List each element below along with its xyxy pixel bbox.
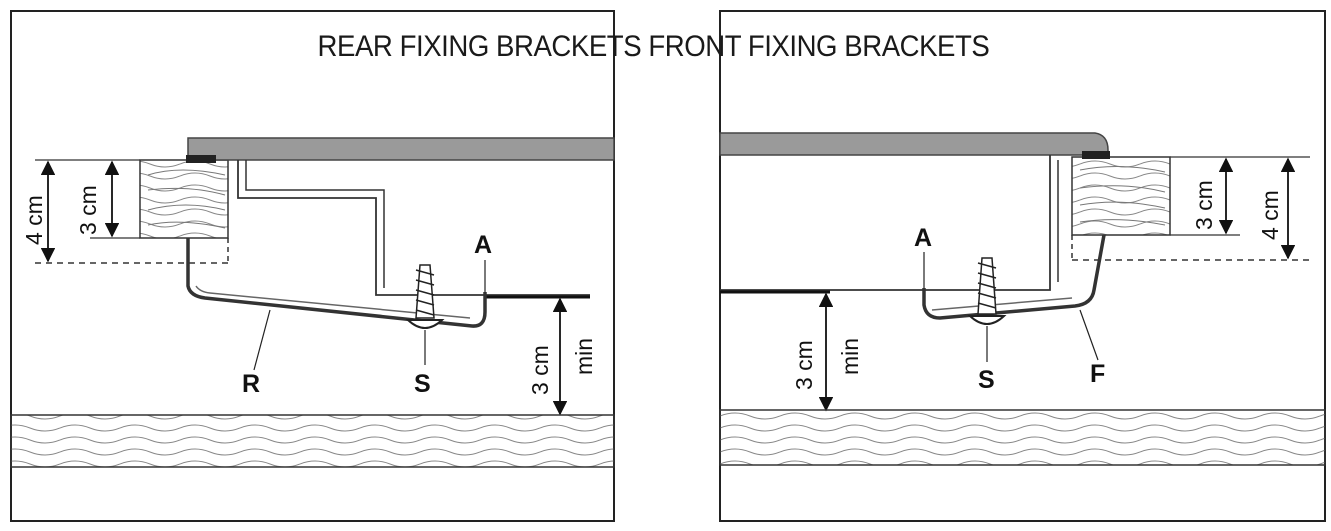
floor-section — [10, 414, 615, 468]
worktop-section — [1071, 156, 1171, 236]
label-3cm: 3 cm — [75, 185, 101, 235]
hob-body — [720, 155, 1051, 291]
screw-s — [967, 257, 1007, 325]
rear-bracket-panel: 4 cm 3 cm 3 cm min A R S — [10, 10, 615, 522]
label-4cm: 4 cm — [1257, 190, 1283, 240]
front-bracket-panel: 3 cm 4 cm 3 cm min A S F — [719, 10, 1326, 522]
panel-border — [719, 10, 1326, 522]
bracket-f — [922, 234, 1106, 320]
hob-body — [237, 160, 590, 296]
panel-border — [10, 10, 615, 522]
bracket-r — [186, 238, 487, 328]
label-4cm: 4 cm — [21, 195, 47, 245]
label-s: S — [978, 366, 995, 394]
hob-plate — [187, 137, 615, 161]
label-a: A — [914, 224, 932, 252]
label-min: min — [837, 338, 863, 375]
hob-plate — [719, 132, 1109, 156]
screw-s — [405, 264, 445, 329]
label-3cm: 3 cm — [1191, 180, 1217, 230]
label-clearance: 3 cm — [527, 345, 553, 395]
label-a: A — [474, 231, 492, 259]
label-min: min — [571, 338, 597, 375]
label-f: F — [1090, 360, 1105, 388]
floor-section — [719, 409, 1326, 466]
worktop-section — [139, 159, 229, 239]
label-clearance: 3 cm — [791, 340, 817, 390]
label-r: R — [242, 370, 260, 398]
label-s: S — [414, 370, 431, 398]
